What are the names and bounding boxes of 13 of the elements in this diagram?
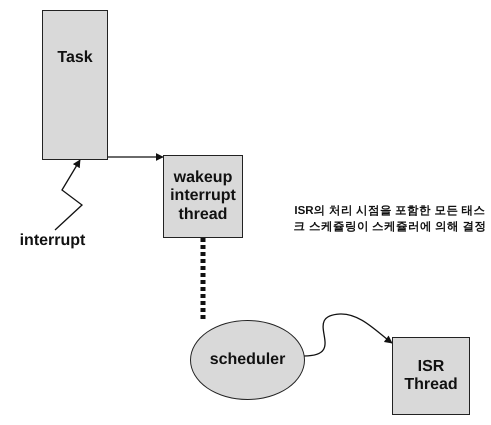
node-label: ISR Thread: [403, 358, 459, 394]
arrow: [304, 313, 393, 357]
node-label: scheduler: [210, 350, 286, 370]
thread-box: [392, 337, 470, 415]
thread-box: [163, 155, 243, 238]
node-label: Task: [57, 49, 93, 68]
note-text: ISR의 처리 시점을 포함한 모든 태스크 스케쥴링이 스케쥴러에 의해 결정: [292, 204, 488, 236]
node-label: wakeup interrupt thread: [169, 168, 237, 224]
dotted-line: [200, 238, 206, 320]
arrow: [108, 153, 164, 161]
arrow: [54, 159, 84, 230]
node-label: interrupt: [20, 232, 86, 250]
task-box: [42, 10, 108, 160]
